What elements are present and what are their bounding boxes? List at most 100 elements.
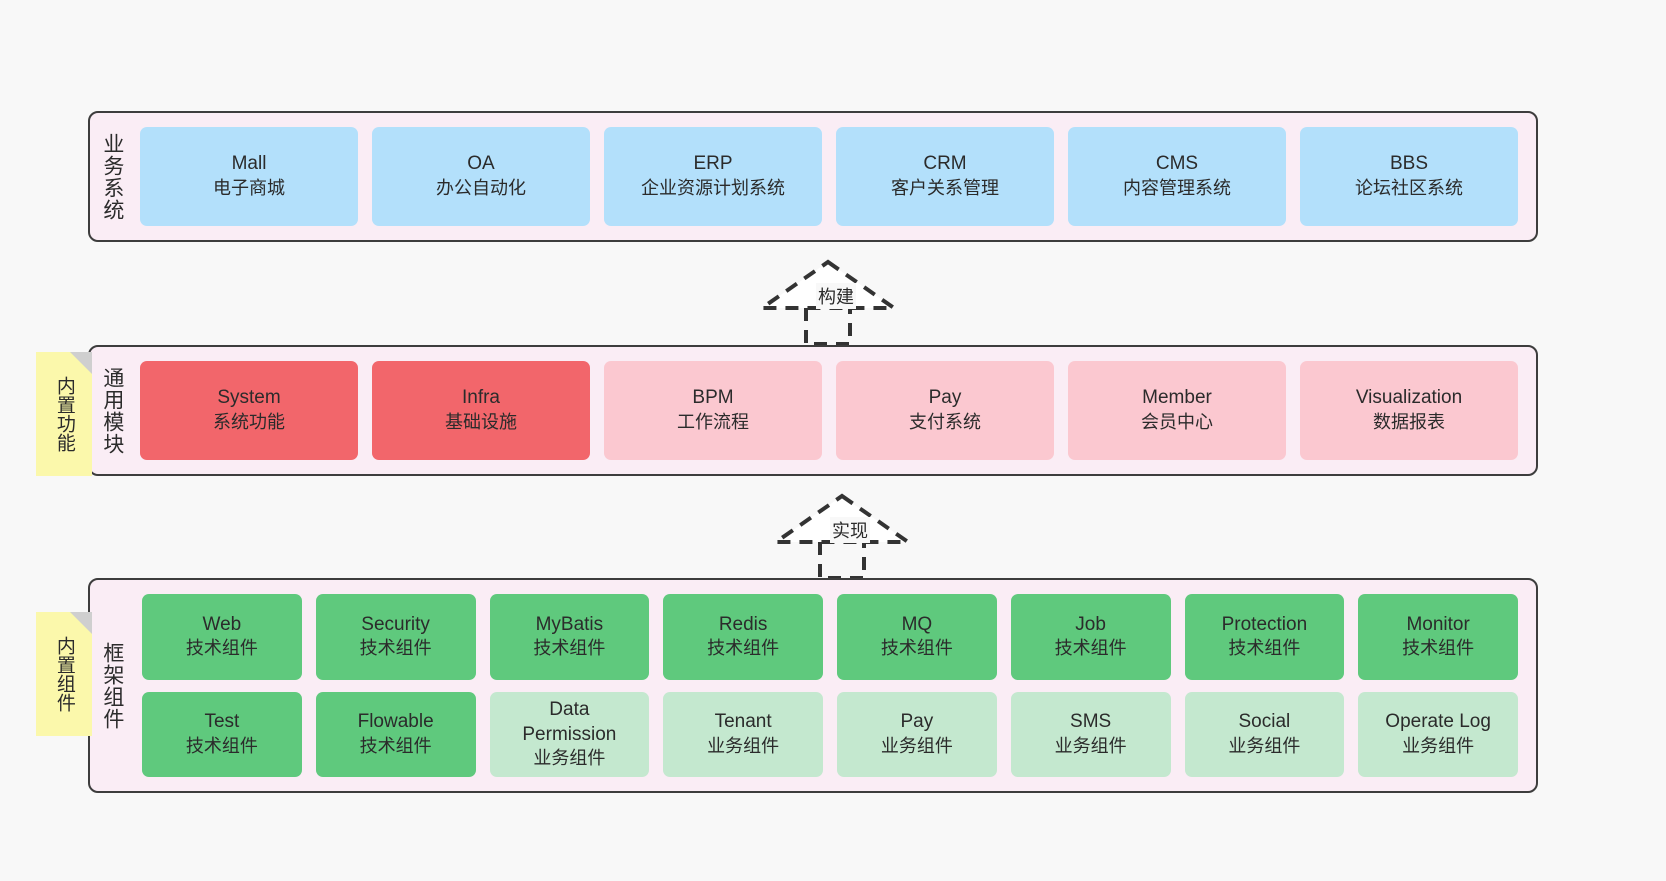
layer-common-modules: 通用模块 System 系统功能 Infra 基础设施 BPM 工作流程 Pay… [88, 345, 1538, 476]
card-security-cn: 技术组件 [359, 638, 432, 659]
card-social-en: Social [1238, 711, 1291, 733]
card-system-en: System [217, 387, 281, 409]
note-fold-corner-icon [70, 612, 92, 634]
card-cms[interactable]: CMS 内容管理系统 [1068, 127, 1286, 226]
card-cms-en: CMS [1155, 153, 1199, 175]
card-test-cn: 技术组件 [185, 735, 258, 756]
card-erp-en: ERP [693, 153, 733, 175]
card-mall-en: Mall [231, 153, 267, 175]
connector-implement-label: 实现 [830, 517, 870, 543]
card-mybatis-cn: 技术组件 [533, 638, 606, 659]
card-bbs-cn: 论坛社区系统 [1355, 178, 1463, 199]
card-operate-log-cn: 业务组件 [1402, 735, 1475, 756]
card-bpm-cn: 工作流程 [677, 412, 749, 433]
card-erp[interactable]: ERP 企业资源计划系统 [604, 127, 822, 226]
layer-framework-title: 框架组件 [100, 641, 124, 730]
card-redis-en: Redis [718, 613, 768, 635]
card-social-cn: 业务组件 [1228, 735, 1301, 756]
card-member[interactable]: Member 会员中心 [1068, 361, 1286, 460]
card-bpm-en: BPM [692, 387, 734, 409]
card-pay-component[interactable]: Pay 业务组件 [837, 691, 997, 777]
card-redis-cn: 技术组件 [707, 638, 780, 659]
card-mybatis[interactable]: MyBatis 技术组件 [489, 594, 650, 680]
card-oa-en: OA [467, 153, 495, 175]
card-oa-cn: 办公自动化 [436, 178, 526, 199]
layer-business-title: 业务系统 [100, 132, 124, 221]
card-test-en: Test [204, 711, 240, 733]
card-security[interactable]: Security 技术组件 [315, 594, 476, 680]
note-builtin-components: 内置组件 [36, 612, 92, 736]
card-pay-component-en: Pay [900, 711, 934, 733]
layer-business-systems: 业务系统 Mall 电子商城 OA 办公自动化 ERP 企业资源计划系统 CRM… [88, 111, 1538, 242]
card-system-cn: 系统功能 [213, 412, 285, 433]
card-mq-en: MQ [901, 613, 933, 635]
card-protection[interactable]: Protection 技术组件 [1184, 594, 1345, 680]
card-sms[interactable]: SMS 业务组件 [1010, 691, 1171, 777]
card-monitor-cn: 技术组件 [1402, 638, 1475, 659]
card-test[interactable]: Test 技术组件 [142, 691, 302, 777]
card-tenant-cn: 业务组件 [707, 735, 780, 756]
card-redis[interactable]: Redis 技术组件 [663, 594, 823, 680]
framework-row-technical: Web 技术组件 Security 技术组件 MyBatis 技术组件 Redi… [142, 594, 1518, 680]
card-web[interactable]: Web 技术组件 [142, 594, 302, 680]
card-social[interactable]: Social 业务组件 [1184, 691, 1345, 777]
card-bbs[interactable]: BBS 论坛社区系统 [1300, 127, 1518, 226]
card-system[interactable]: System 系统功能 [140, 361, 358, 460]
note-builtin-features: 内置功能 [36, 352, 92, 476]
card-visualization[interactable]: Visualization 数据报表 [1300, 361, 1518, 460]
note-fold-corner-icon [70, 352, 92, 374]
card-pay-module-cn: 支付系统 [909, 412, 981, 433]
card-erp-cn: 企业资源计划系统 [641, 178, 785, 199]
card-oa[interactable]: OA 办公自动化 [372, 127, 590, 226]
card-member-cn: 会员中心 [1141, 412, 1213, 433]
card-data-permission-cn: 业务组件 [533, 748, 606, 769]
card-flowable-en: Flowable [357, 711, 434, 733]
card-tenant-en: Tenant [714, 711, 772, 733]
card-mybatis-en: MyBatis [535, 613, 604, 635]
card-mq[interactable]: MQ 技术组件 [837, 594, 997, 680]
card-tenant[interactable]: Tenant 业务组件 [663, 691, 823, 777]
card-pay-component-cn: 业务组件 [880, 735, 953, 756]
card-bbs-en: BBS [1389, 153, 1429, 175]
card-crm[interactable]: CRM 客户关系管理 [836, 127, 1054, 226]
connector-build-label: 构建 [816, 283, 856, 309]
layer-common-title: 通用模块 [100, 366, 124, 455]
card-visualization-cn: 数据报表 [1373, 412, 1445, 433]
card-bpm[interactable]: BPM 工作流程 [604, 361, 822, 460]
card-mall[interactable]: Mall 电子商城 [140, 127, 358, 226]
card-pay-module-en: Pay [928, 387, 962, 409]
card-infra[interactable]: Infra 基础设施 [372, 361, 590, 460]
layer-business-cards: Mall 电子商城 OA 办公自动化 ERP 企业资源计划系统 CRM 客户关系… [134, 113, 1536, 240]
connector-build: 构建 [755, 258, 901, 346]
card-member-en: Member [1142, 387, 1212, 409]
card-flowable[interactable]: Flowable 技术组件 [315, 691, 476, 777]
card-monitor[interactable]: Monitor 技术组件 [1358, 594, 1518, 680]
layer-framework-grid: Web 技术组件 Security 技术组件 MyBatis 技术组件 Redi… [134, 580, 1536, 791]
card-flowable-cn: 技术组件 [359, 735, 432, 756]
card-crm-cn: 客户关系管理 [891, 178, 999, 199]
card-sms-en: SMS [1070, 711, 1112, 733]
card-protection-cn: 技术组件 [1228, 638, 1301, 659]
card-infra-en: Infra [461, 387, 501, 409]
note-builtin-components-label: 内置组件 [53, 636, 75, 712]
card-infra-cn: 基础设施 [445, 412, 517, 433]
card-protection-en: Protection [1221, 613, 1308, 635]
card-operate-log[interactable]: Operate Log 业务组件 [1358, 691, 1518, 777]
card-mq-cn: 技术组件 [880, 638, 953, 659]
card-operate-log-en: Operate Log [1385, 711, 1491, 733]
card-sms-cn: 业务组件 [1054, 735, 1127, 756]
layer-common-cards: System 系统功能 Infra 基础设施 BPM 工作流程 Pay 支付系统… [134, 347, 1536, 474]
card-pay-module[interactable]: Pay 支付系统 [836, 361, 1054, 460]
card-job-en: Job [1075, 613, 1106, 635]
layer-framework-components: 框架组件 Web 技术组件 Security 技术组件 MyBatis 技术组件… [88, 578, 1538, 793]
card-data-permission[interactable]: Data Permission 业务组件 [489, 691, 650, 777]
card-job-cn: 技术组件 [1054, 638, 1127, 659]
card-monitor-en: Monitor [1406, 613, 1470, 635]
card-web-cn: 技术组件 [185, 638, 258, 659]
card-security-en: Security [361, 613, 430, 635]
card-web-en: Web [202, 613, 242, 635]
card-visualization-en: Visualization [1355, 387, 1463, 409]
card-job[interactable]: Job 技术组件 [1010, 594, 1171, 680]
card-data-permission-en: Data Permission [522, 698, 617, 745]
card-cms-cn: 内容管理系统 [1123, 178, 1231, 199]
